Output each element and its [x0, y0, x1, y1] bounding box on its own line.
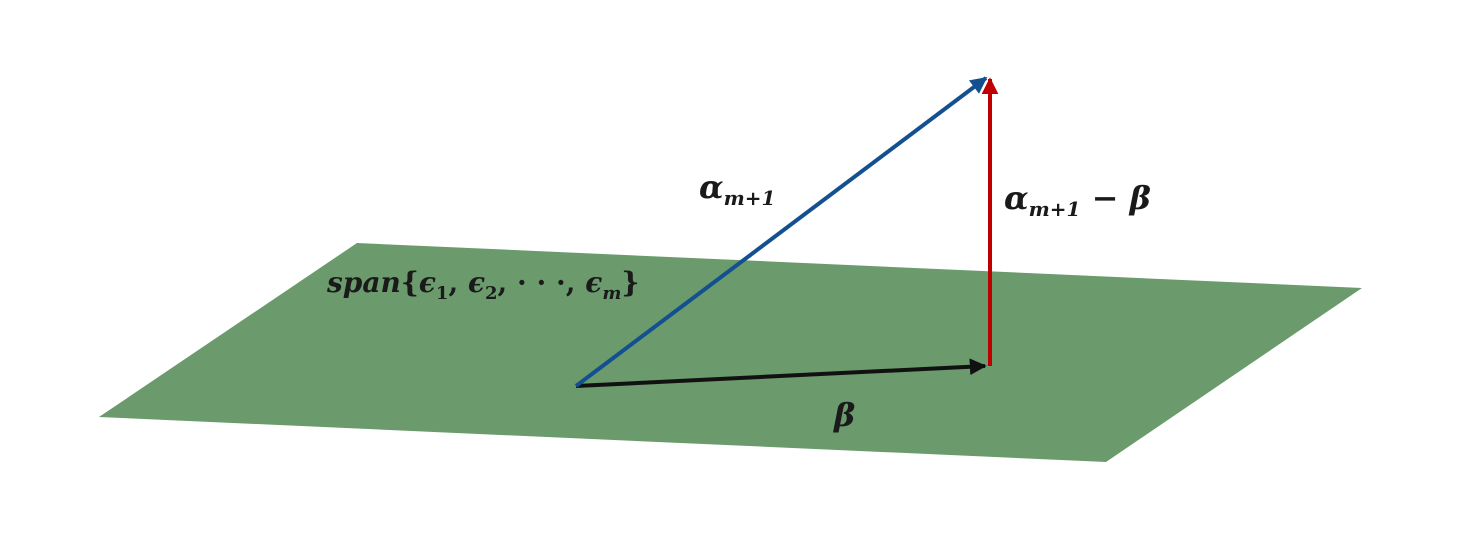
alpha-vector — [574, 76, 988, 388]
beta-vector — [575, 358, 987, 388]
difference-label: αm+1 − β — [1004, 179, 1151, 221]
beta-label: β — [833, 396, 855, 434]
span-label: span{ϵ1, ϵ2, · · ·, ϵm} — [326, 266, 639, 304]
alpha-label: αm+1 — [699, 168, 775, 210]
subspace-plane — [99, 243, 1362, 462]
